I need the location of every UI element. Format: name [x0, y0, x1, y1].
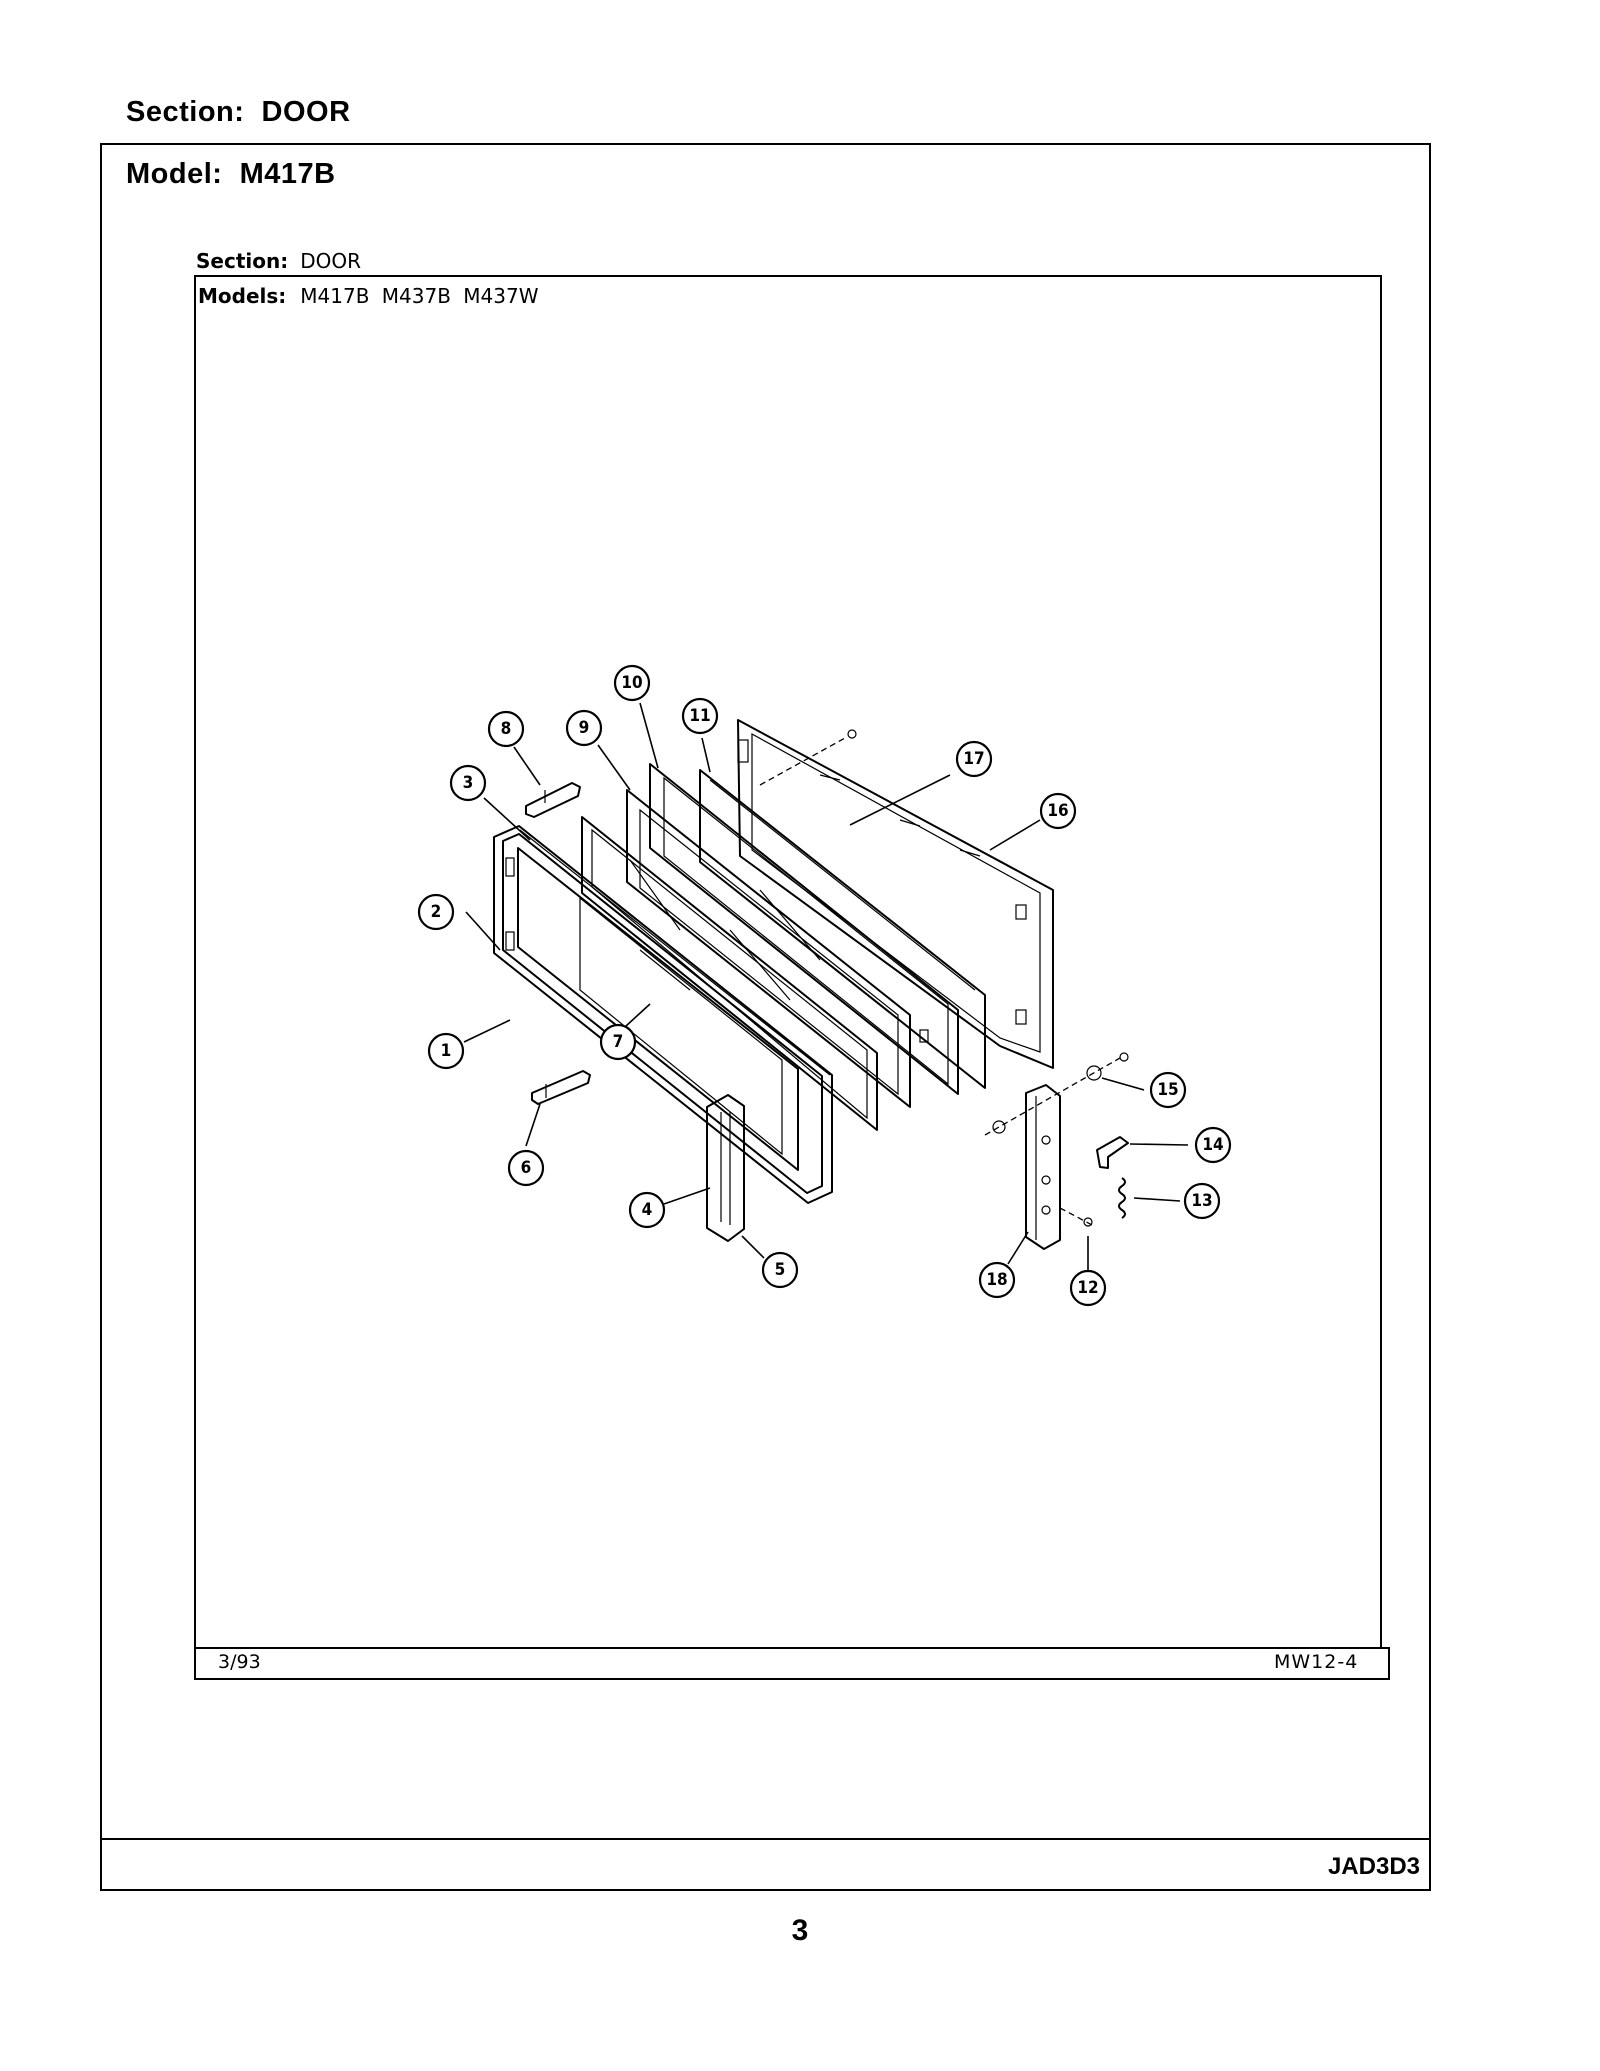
svg-text:9: 9 [579, 718, 590, 738]
screw-top [1119, 1052, 1129, 1062]
svg-text:18: 18 [986, 1270, 1007, 1290]
svg-text:7: 7 [613, 1032, 624, 1052]
svg-text:3: 3 [463, 773, 474, 793]
outer-footer-divider [100, 1838, 1431, 1840]
callout-18: 18 [978, 1261, 1016, 1299]
lower-hinge [531, 1070, 591, 1105]
inner-models-label: Models: [198, 284, 287, 308]
svg-text:1: 1 [441, 1041, 452, 1061]
door-glass-panel [581, 816, 878, 1131]
model-label: Model: [126, 158, 223, 190]
door-rear-cover [737, 719, 1054, 1069]
svg-text:2: 2 [431, 902, 442, 922]
callout-3: 3 [449, 764, 487, 802]
page-number: 3 [791, 1914, 809, 1947]
callout-5: 5 [761, 1251, 799, 1289]
sheet-footer-strip [194, 1647, 1390, 1680]
washer-left [992, 1120, 1006, 1134]
sheet-date: 3/93 [218, 1651, 261, 1673]
svg-text:11: 11 [689, 706, 710, 726]
latch-pin [1083, 1217, 1093, 1227]
svg-text:10: 10 [621, 673, 642, 693]
svg-text:14: 14 [1202, 1135, 1223, 1155]
inner-models-heading: Models: M417B M437B M437W [198, 284, 539, 308]
svg-text:13: 13 [1191, 1191, 1212, 1211]
svg-text:8: 8 [501, 719, 512, 739]
upper-hinge [525, 782, 581, 818]
door-handle [706, 1094, 745, 1242]
callout-15: 15 [1149, 1071, 1187, 1109]
inner-section-value: DOOR [300, 249, 361, 273]
inner-section-label: Section: [196, 249, 289, 273]
callout-7: 7 [599, 1023, 637, 1061]
callout-13: 13 [1183, 1182, 1221, 1220]
door-front-frame [493, 825, 833, 1204]
svg-text:12: 12 [1077, 1278, 1098, 1298]
page-model-heading: Model: M417B [126, 158, 336, 191]
svg-text:17: 17 [963, 749, 984, 769]
callout-17: 17 [955, 740, 993, 778]
callout-2: 2 [417, 893, 455, 931]
callout-6: 6 [507, 1149, 545, 1187]
callout-8: 8 [487, 710, 525, 748]
latch-lever [1096, 1136, 1129, 1169]
svg-text:16: 16 [1047, 801, 1068, 821]
leader-lines [463, 702, 1189, 1274]
callout-1: 1 [427, 1032, 465, 1070]
svg-text:6: 6 [521, 1158, 532, 1178]
washer-right [1086, 1065, 1102, 1081]
callout-12: 12 [1069, 1269, 1107, 1307]
footer-code: JAD3D3 [1327, 1853, 1420, 1880]
svg-text:5: 5 [775, 1260, 786, 1280]
latch-plate [1025, 1084, 1061, 1250]
svg-text:4: 4 [642, 1200, 653, 1220]
section-value: DOOR [261, 96, 351, 128]
outer-frame [100, 143, 1431, 1891]
callout-4: 4 [628, 1191, 666, 1229]
latch-spring [1118, 1177, 1126, 1219]
page-section-heading: Section: DOOR [126, 96, 351, 129]
inner-section-heading: Section: DOOR [196, 249, 361, 273]
callout-9: 9 [565, 709, 603, 747]
inner-models-value: M417B M437B M437W [300, 284, 539, 308]
door-gasket [699, 769, 986, 1089]
callout-10: 10 [613, 664, 651, 702]
callout-11: 11 [681, 697, 719, 735]
svg-text:15: 15 [1157, 1080, 1178, 1100]
callout-16: 16 [1039, 792, 1077, 830]
callout-14: 14 [1194, 1126, 1232, 1164]
section-label: Section: [126, 96, 245, 128]
sheet-code: MW12-4 [1274, 1651, 1359, 1673]
model-value: M417B [239, 158, 336, 190]
